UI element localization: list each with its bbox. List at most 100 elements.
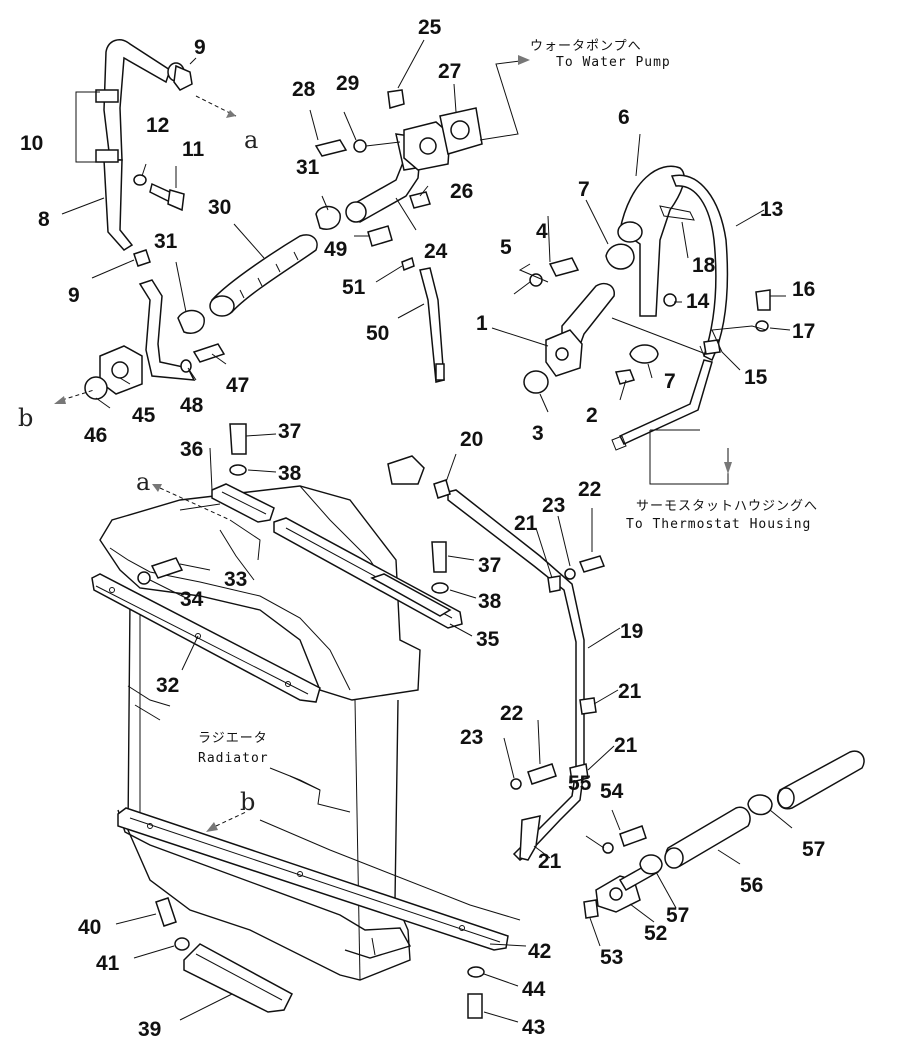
radiator-label-jp: ラジエータ [198, 731, 268, 746]
callout-15: 15 [744, 366, 768, 389]
bolt-47 [192, 343, 226, 363]
callout-37-a: 37 [278, 420, 301, 443]
washer-34 [137, 571, 151, 585]
clip-21-b [579, 697, 597, 715]
pipe-8 [95, 39, 185, 251]
washer-55 [602, 842, 614, 854]
callout-21-b: 21 [618, 680, 642, 703]
gasket-46 [84, 376, 108, 400]
callout-38-a: 38 [278, 462, 302, 485]
pipe-57 [776, 750, 865, 810]
pipe-13 [670, 174, 729, 362]
clip-18 [659, 205, 695, 221]
callout-11: 11 [182, 138, 205, 161]
water-pump-label-jp: ウォータポンプへ [530, 39, 642, 54]
radiator-arrow [269, 767, 321, 791]
plug-2 [615, 369, 636, 385]
callout-45: 45 [132, 404, 156, 427]
clamp-7-upper [605, 243, 635, 270]
callout-38-b: 38 [478, 590, 502, 613]
water-pump-arrow [479, 55, 530, 141]
callout-33: 33 [224, 568, 247, 591]
callout-30: 30 [208, 196, 231, 219]
part-14 [663, 293, 677, 307]
gasket-3 [523, 370, 549, 394]
callout-25: 25 [418, 16, 442, 39]
bolt-11 [149, 182, 185, 212]
callout-7-upper: 7 [578, 178, 590, 201]
bolt-28 [314, 139, 348, 157]
callout-43: 43 [522, 1016, 545, 1039]
callout-42: 42 [528, 940, 551, 963]
clamp-57-b [747, 794, 773, 816]
callout-57-left: 57 [666, 904, 689, 927]
washer-12 [133, 174, 147, 186]
callout-56: 56 [740, 874, 763, 897]
hose-30 [209, 234, 318, 317]
callout-16: 16 [792, 278, 815, 301]
callout-20: 20 [460, 428, 483, 451]
callout-51: 51 [342, 276, 366, 299]
callout-2: 2 [586, 404, 598, 427]
connector-a-top: a [244, 126, 258, 154]
callout-41: 41 [96, 952, 120, 975]
callout-24: 24 [424, 240, 448, 263]
callout-39: 39 [138, 1018, 161, 1041]
callout-57-right: 57 [802, 838, 825, 861]
pipe-19 [447, 489, 585, 861]
callout-53: 53 [600, 946, 623, 969]
plug-26 [409, 191, 431, 209]
callout-7-lower: 7 [664, 370, 676, 393]
hose-56 [664, 806, 751, 869]
connector-a-radiator: a [136, 468, 150, 496]
callout-32: 32 [156, 674, 179, 697]
callout-31-lower: 31 [154, 230, 178, 253]
bolt-33 [150, 557, 184, 579]
callout-14: 14 [686, 290, 710, 313]
clip-21-c [569, 763, 589, 783]
callout-9-lower: 9 [68, 284, 80, 307]
washer-38-b [431, 582, 449, 594]
callout-21-a: 21 [514, 512, 538, 535]
bolt-22-a [578, 555, 606, 573]
callout-22-b: 22 [500, 702, 523, 725]
callout-52: 52 [644, 922, 667, 945]
clamp-31-upper [315, 205, 341, 230]
clamp-7-lower [629, 344, 659, 364]
callout-13: 13 [760, 198, 783, 221]
radiator-label-en: Radiator [198, 751, 269, 766]
callout-49: 49 [324, 238, 347, 261]
callout-18: 18 [692, 254, 716, 277]
washer-5 [529, 273, 543, 287]
callout-4: 4 [536, 220, 548, 243]
pipe-13-lower [618, 359, 713, 445]
callout-23-b: 23 [460, 726, 483, 749]
pad-39 [183, 943, 293, 1013]
callout-44: 44 [522, 978, 546, 1001]
callout-46: 46 [84, 424, 107, 447]
callout-6: 6 [618, 106, 630, 129]
thermostat-label-jp: サーモスタットハウジングへ [636, 499, 818, 514]
bolt-4 [548, 257, 580, 277]
bolt-16 [755, 289, 771, 311]
hose-6 [617, 165, 685, 317]
callout-21-c: 21 [614, 734, 638, 757]
callout-22-a: 22 [578, 478, 601, 501]
bolt-43 [467, 993, 483, 1019]
callout-50: 50 [366, 322, 389, 345]
callout-48: 48 [180, 394, 204, 417]
clamp-31-lower [177, 309, 205, 334]
leader-lines [61, 39, 793, 1023]
clip-21-a [547, 575, 561, 593]
callout-55: 55 [568, 772, 592, 795]
bolt-40 [155, 897, 177, 927]
connector-51 [401, 256, 415, 272]
callout-10: 10 [20, 132, 43, 155]
callout-54: 54 [600, 780, 624, 803]
thermostat-arrow [649, 429, 732, 485]
thermostat-label-en: To Thermostat Housing [626, 517, 811, 532]
washer-29 [353, 139, 367, 153]
callout-37-b: 37 [478, 554, 501, 577]
callout-21-d: 21 [538, 850, 562, 873]
